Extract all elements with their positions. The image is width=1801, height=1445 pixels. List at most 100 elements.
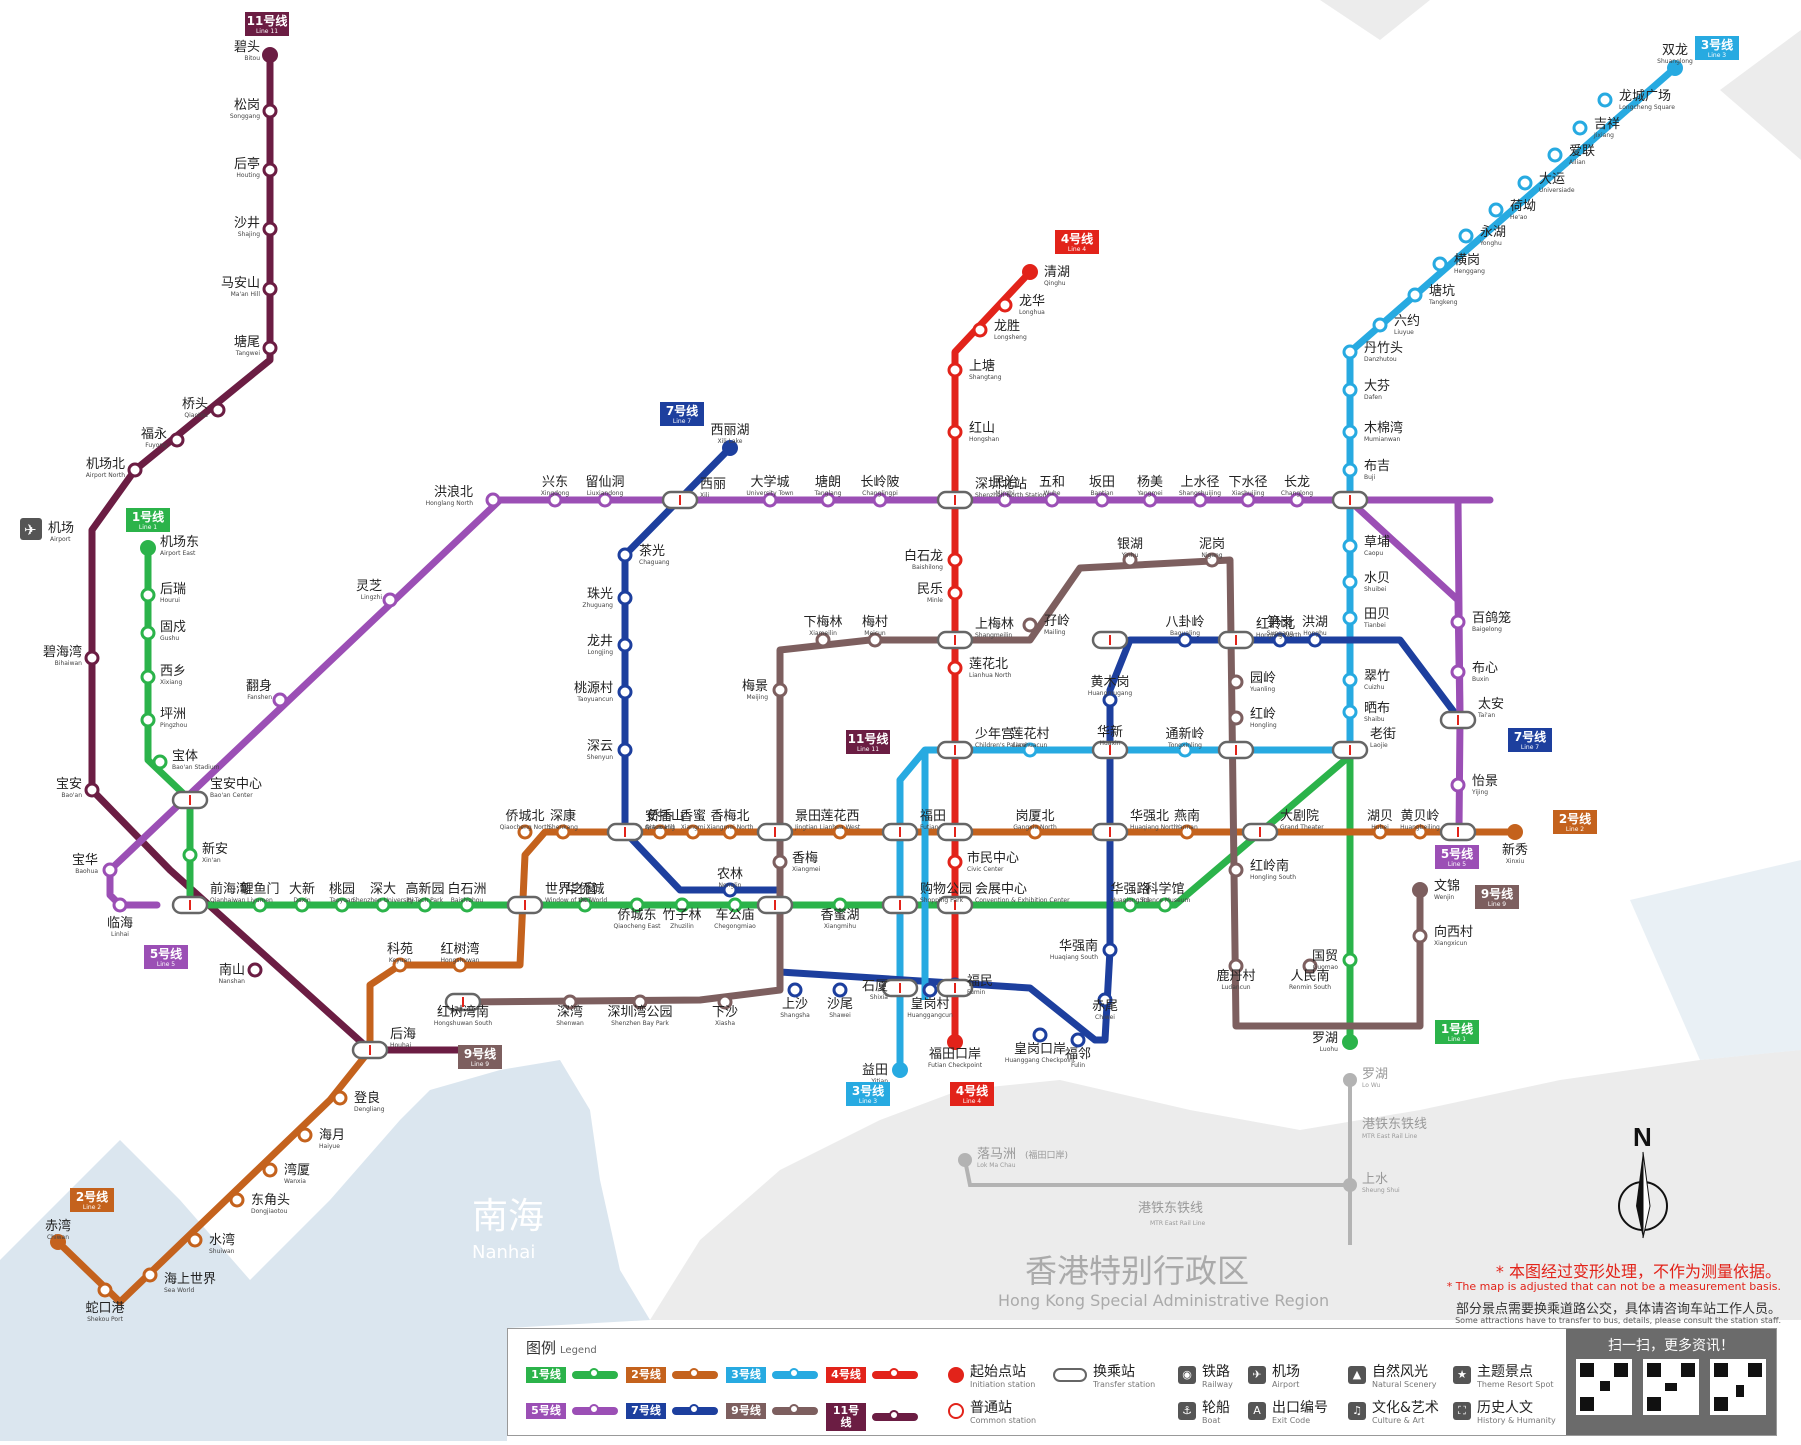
station-seaworld[interactable] — [142, 1267, 158, 1283]
station-zhuguang[interactable] — [617, 590, 633, 606]
station-baoan[interactable] — [84, 782, 100, 798]
station-huaqiaocheng[interactable] — [577, 897, 593, 913]
station-cuizhu[interactable] — [1342, 672, 1358, 688]
kcr-station-sheungshui[interactable] — [1343, 1178, 1357, 1192]
station-xiangmihu[interactable] — [832, 897, 848, 913]
qr-code-3[interactable] — [1710, 1359, 1766, 1415]
station-danzhutou[interactable] — [1342, 344, 1358, 360]
station-xiangmei[interactable] — [772, 854, 788, 870]
station-haiyue[interactable] — [297, 1127, 313, 1143]
station-dengliang[interactable] — [332, 1090, 348, 1106]
station-minzhi[interactable] — [997, 492, 1013, 508]
station-lianhuaxi[interactable] — [832, 824, 848, 840]
station-longsheng[interactable] — [972, 322, 988, 338]
station-houting[interactable] — [262, 162, 278, 178]
station-huaqianglu[interactable] — [1122, 897, 1138, 913]
station-xinan[interactable] — [182, 847, 198, 863]
station-guomao[interactable] — [1342, 952, 1358, 968]
station-shuibei[interactable] — [1342, 574, 1358, 590]
station-yangmei[interactable] — [1142, 492, 1158, 508]
station-sungang[interactable] — [1272, 632, 1288, 648]
station-baishizhou[interactable] — [459, 897, 475, 913]
station-renminnan[interactable] — [1302, 958, 1318, 974]
station-xiashuijing[interactable] — [1240, 492, 1256, 508]
station-gushu[interactable] — [140, 625, 156, 641]
terminus-xinxiu[interactable] — [1507, 824, 1523, 840]
station-taoyuancun[interactable] — [617, 684, 633, 700]
terminus-shuanglong[interactable] — [1667, 60, 1683, 76]
station-huangmugang[interactable] — [1102, 692, 1118, 708]
station-qiaoxiang[interactable] — [652, 824, 668, 840]
station-daxin[interactable] — [294, 897, 310, 913]
station-lianhuacun[interactable] — [1022, 742, 1038, 758]
station-lianhuabei[interactable] — [947, 660, 963, 676]
station-honglingnan[interactable] — [1228, 862, 1244, 878]
station-meicun[interactable] — [867, 632, 883, 648]
terminus-wenjin[interactable] — [1412, 882, 1428, 898]
station-wuhe[interactable] — [1044, 492, 1060, 508]
station-yinhu[interactable] — [1122, 552, 1138, 568]
station-xiangxicun[interactable] — [1412, 928, 1428, 944]
station-fanshen[interactable] — [272, 692, 288, 708]
terminus-bitou[interactable] — [262, 47, 278, 63]
station-tangkeng[interactable] — [1407, 287, 1423, 303]
station-xixiang[interactable] — [140, 669, 156, 685]
station-shenyun[interactable] — [617, 742, 633, 758]
station-dayun[interactable] — [1517, 175, 1533, 191]
station-henggang[interactable] — [1432, 256, 1448, 272]
station-xiangmi[interactable] — [685, 824, 701, 840]
station-mailing[interactable] — [1022, 617, 1038, 633]
station-buji[interactable] — [1342, 462, 1358, 478]
station-fuyong[interactable] — [169, 432, 185, 448]
terminus-luohu[interactable] — [1342, 1034, 1358, 1050]
station-caopu[interactable] — [1342, 538, 1358, 554]
station-hongshu[interactable] — [1307, 632, 1323, 648]
station-ludancun[interactable] — [1228, 958, 1244, 974]
station-keyuan[interactable] — [392, 957, 408, 973]
station-qiaochengdong[interactable] — [629, 897, 645, 913]
station-shaibu[interactable] — [1342, 704, 1358, 720]
station-nonglin[interactable] — [722, 882, 738, 898]
station-zhuzilin[interactable] — [674, 897, 690, 913]
station-tanglang[interactable] — [820, 492, 836, 508]
station-daxuecheng[interactable] — [762, 492, 778, 508]
station-liyumen[interactable] — [252, 897, 268, 913]
station-qiaochengbei[interactable] — [517, 824, 533, 840]
station-baishilong[interactable] — [947, 552, 963, 568]
station-xiasha[interactable] — [717, 994, 733, 1010]
station-xiangmeibei[interactable] — [722, 824, 738, 840]
station-taoyuan[interactable] — [334, 897, 350, 913]
station-xiameilin[interactable] — [815, 632, 831, 648]
station-shenda[interactable] — [375, 897, 391, 913]
station-gangxiabei[interactable] — [1027, 824, 1043, 840]
station-shuiwan[interactable] — [187, 1232, 203, 1248]
station-tianbei[interactable] — [1342, 610, 1358, 626]
station-hongshan[interactable] — [947, 424, 963, 440]
station-mumianwan[interactable] — [1342, 424, 1358, 440]
station-shenzhenwanpark[interactable] — [632, 994, 648, 1010]
station-liuxiandong[interactable] — [597, 492, 613, 508]
terminus-yitian[interactable] — [892, 1062, 908, 1078]
station-ailian[interactable] — [1547, 147, 1563, 163]
station-liuyue[interactable] — [1372, 317, 1388, 333]
station-shekouport[interactable] — [97, 1282, 113, 1298]
station-shawei[interactable] — [832, 982, 848, 998]
station-wanxia[interactable] — [262, 1162, 278, 1178]
qr-code-2[interactable] — [1643, 1359, 1699, 1415]
station-shiminzhongxin[interactable] — [947, 854, 963, 870]
terminus-qinghu[interactable] — [1022, 264, 1038, 280]
station-tongxinling[interactable] — [1177, 742, 1193, 758]
station-bihaiwan[interactable] — [84, 650, 100, 666]
terminus-chiwan[interactable] — [50, 1234, 66, 1250]
qr-code-1[interactable] — [1576, 1359, 1632, 1415]
terminus-xilihu[interactable] — [722, 440, 738, 456]
